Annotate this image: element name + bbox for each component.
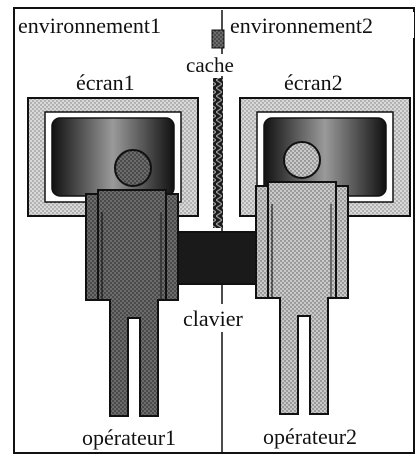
curtain-top-marker bbox=[212, 30, 224, 48]
environment-right-label: environnement2 bbox=[230, 13, 373, 38]
curtain-label: cache bbox=[186, 53, 234, 77]
keyboard-label: clavier bbox=[183, 306, 244, 331]
curtain-rope bbox=[213, 78, 223, 228]
environment-left-label: environnement1 bbox=[18, 13, 161, 38]
operator-right-label: opérateur2 bbox=[263, 424, 357, 449]
operator-right-figure bbox=[256, 142, 348, 414]
operator-left-label: opérateur1 bbox=[82, 425, 176, 450]
screen-left-label: écran1 bbox=[76, 70, 135, 95]
screen-right-label: écran2 bbox=[284, 70, 343, 95]
operator-left-figure bbox=[86, 150, 178, 416]
